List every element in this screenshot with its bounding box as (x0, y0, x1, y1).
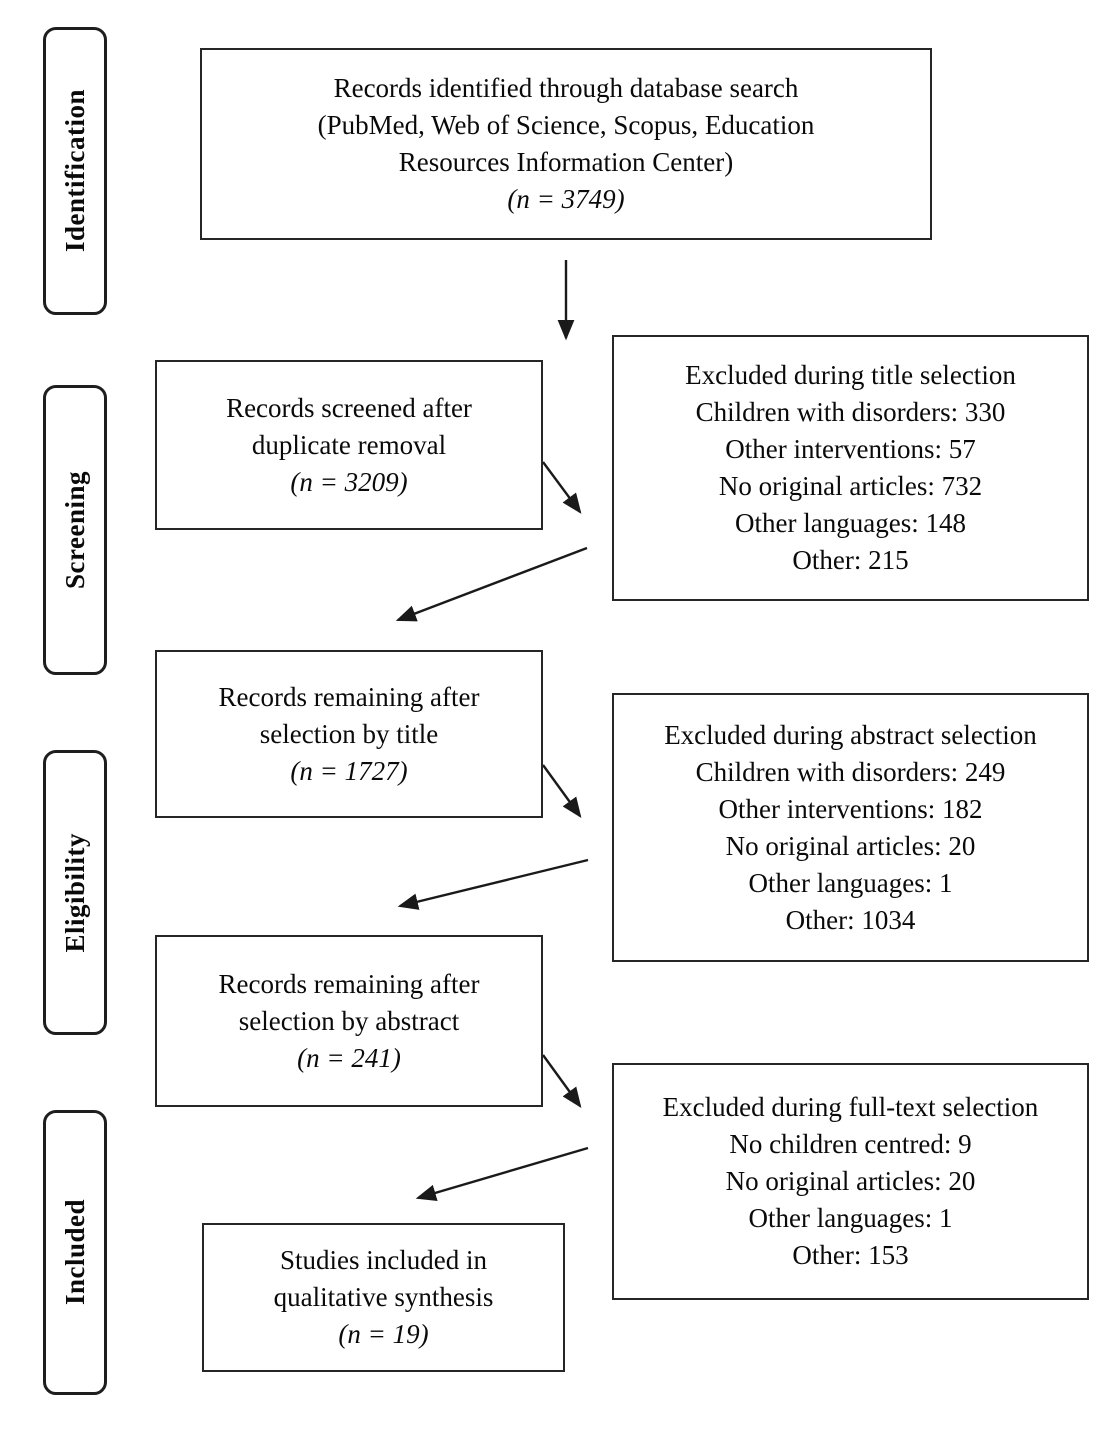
excluded-abstract-item: Children with disorders: 249 (695, 756, 1006, 787)
excluded-title-item: Other interventions: 57 (725, 434, 976, 464)
arrow-remaining-title-to-excluded-abstract (542, 764, 582, 818)
stage-included-label: Included (59, 1199, 90, 1306)
box-excluded-fulltext-selection: Excluded during full-text selection No c… (612, 1063, 1089, 1300)
excluded-fulltext-item: Other: 153 (792, 1240, 909, 1270)
box-records-identified: Records identified through database sear… (200, 48, 932, 240)
excluded-abstract-item: Other languages: 1 (748, 867, 953, 898)
stage-identification: Identification (43, 27, 107, 315)
stage-eligibility-label: Eligibility (59, 832, 90, 953)
box-remaining-abstract-n: (n = 241) (297, 1042, 401, 1073)
box-studies-included: Studies included in qualitative synthesi… (202, 1223, 565, 1372)
box-records-screened-line2: duplicate removal (251, 429, 447, 460)
stage-identification-label: Identification (59, 89, 90, 253)
box-excluded-abstract-selection-title: Excluded during abstract selection (664, 719, 1037, 750)
box-remaining-abstract-line1: Records remaining after (218, 968, 480, 999)
arrow-excluded-fulltext-to-included (415, 1146, 589, 1201)
box-excluded-title-selection: Excluded during title selection Children… (612, 335, 1089, 601)
stage-screening-label: Screening (59, 471, 90, 589)
box-studies-included-line1: Studies included in (280, 1245, 487, 1275)
excluded-title-item: Other languages: 148 (735, 508, 966, 538)
excluded-title-item: Children with disorders: 330 (695, 397, 1006, 427)
box-records-identified-line2: (PubMed, Web of Science, Scopus, Educati… (317, 110, 815, 140)
box-studies-included-n: (n = 19) (338, 1319, 429, 1349)
stage-screening: Screening (43, 385, 107, 675)
excluded-fulltext-item: No children centred: 9 (729, 1129, 972, 1159)
excluded-fulltext-item: Other languages: 1 (748, 1203, 953, 1233)
box-records-screened-line1: Records screened after (226, 392, 472, 423)
box-excluded-abstract-selection: Excluded during abstract selection Child… (612, 693, 1089, 962)
excluded-abstract-item: Other: 1034 (785, 904, 916, 935)
box-studies-included-line2: qualitative synthesis (273, 1282, 494, 1312)
box-records-screened-n: (n = 3209) (290, 466, 408, 497)
stage-included: Included (43, 1110, 107, 1395)
arrow-remaining-abstract-to-excluded-fulltext (542, 1054, 582, 1108)
arrow-excluded-abstract-to-remaining-abstract (397, 858, 589, 910)
box-remaining-title-n: (n = 1727) (290, 755, 408, 786)
box-records-screened: Records screened after duplicate removal… (155, 360, 543, 530)
excluded-title-item: Other: 215 (792, 545, 909, 575)
box-records-identified-line1: Records identified through database sear… (333, 73, 799, 103)
box-excluded-fulltext-selection-title: Excluded during full-text selection (662, 1092, 1039, 1122)
excluded-title-item: No original articles: 732 (718, 471, 983, 501)
arrow-excluded-title-to-remaining-title (395, 546, 588, 622)
box-remaining-title: Records remaining after selection by tit… (155, 650, 543, 818)
box-records-identified-n: (n = 3749) (507, 184, 625, 214)
arrow-screened-to-excluded-title (542, 461, 582, 514)
box-remaining-title-line2: selection by title (259, 718, 439, 749)
box-remaining-abstract: Records remaining after selection by abs… (155, 935, 543, 1107)
stage-eligibility: Eligibility (43, 750, 107, 1035)
box-records-identified-line3: Resources Information Center) (398, 147, 734, 177)
excluded-abstract-item: No original articles: 20 (725, 830, 976, 861)
excluded-fulltext-item: No original articles: 20 (725, 1166, 976, 1196)
box-remaining-abstract-line2: selection by abstract (238, 1005, 460, 1036)
excluded-abstract-item: Other interventions: 182 (718, 793, 983, 824)
box-excluded-title-selection-title: Excluded during title selection (685, 360, 1016, 390)
box-remaining-title-line1: Records remaining after (218, 681, 480, 712)
